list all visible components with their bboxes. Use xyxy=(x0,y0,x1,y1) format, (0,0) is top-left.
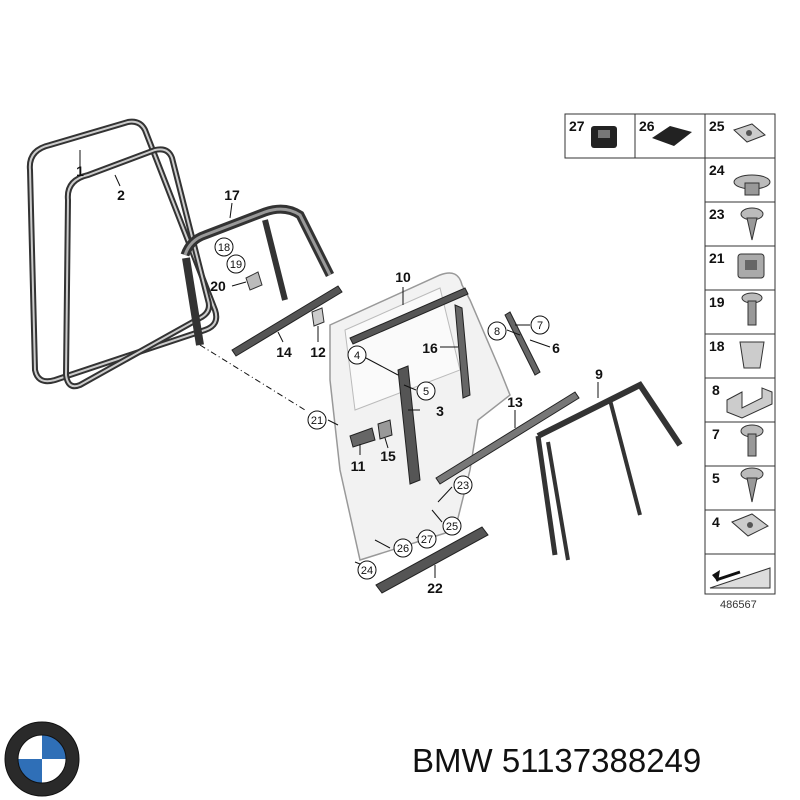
legend-label-7: 7 xyxy=(712,426,720,442)
reference-number: 486567 xyxy=(720,599,757,611)
legend-label-21: 21 xyxy=(709,250,725,266)
callout-27: 27 xyxy=(421,534,433,546)
legend-label-5: 5 xyxy=(712,470,720,486)
clip-nut-icon xyxy=(737,253,765,279)
callout-14: 14 xyxy=(276,344,292,360)
callout-circle-25 xyxy=(442,516,462,536)
callout-26: 26 xyxy=(397,543,409,555)
nut-clip-icon xyxy=(733,123,766,143)
callout-5: 5 xyxy=(423,386,429,398)
callout-circle-19 xyxy=(226,254,246,274)
part-20 xyxy=(245,271,263,291)
screw-icon xyxy=(740,424,764,457)
callout-circle-21 xyxy=(307,410,327,430)
callout-25: 25 xyxy=(446,521,458,533)
callout-8: 8 xyxy=(494,326,500,338)
door-shell xyxy=(329,272,511,561)
rivet-icon xyxy=(733,174,771,196)
window-frame-9 xyxy=(535,381,683,561)
part-15 xyxy=(377,419,393,440)
callout-4: 4 xyxy=(354,350,360,362)
callout-7: 7 xyxy=(537,320,543,332)
callout-21: 21 xyxy=(311,415,323,427)
callout-3: 3 xyxy=(436,403,444,419)
door-seal-1 xyxy=(26,118,220,385)
callout-circle-18 xyxy=(214,237,234,257)
door-seal-2 xyxy=(62,146,212,390)
callout-circle-4 xyxy=(347,345,367,365)
callout-10: 10 xyxy=(395,269,411,285)
legend-label-18: 18 xyxy=(709,338,725,354)
sill-strip-22 xyxy=(375,526,489,594)
callout-circle-26 xyxy=(393,538,413,558)
callout-11: 11 xyxy=(351,458,366,474)
legend-label-24: 24 xyxy=(709,162,725,178)
callout-circle-8 xyxy=(487,321,507,341)
nut-clip-icon xyxy=(731,513,769,537)
pillar-3 xyxy=(397,365,421,485)
legend-label-27: 27 xyxy=(569,118,585,134)
callout-12: 12 xyxy=(310,344,326,360)
bracket-icon xyxy=(726,387,773,419)
channel-16 xyxy=(454,304,471,399)
legend-label-25: 25 xyxy=(709,118,725,134)
callout-circle-23 xyxy=(453,475,473,495)
legend-label-4: 4 xyxy=(712,514,720,530)
window-frame-17 xyxy=(180,204,335,346)
callout-circle-24 xyxy=(357,560,377,580)
callout-16: 16 xyxy=(422,340,438,356)
part-11 xyxy=(349,427,376,448)
part-12 xyxy=(311,307,325,327)
direction-arrow-icon xyxy=(709,567,771,589)
callout-2: 2 xyxy=(117,187,125,203)
callout-24: 24 xyxy=(361,565,373,577)
callout-1: 1 xyxy=(76,163,84,179)
trim-strip-13 xyxy=(435,391,580,485)
legend-label-8: 8 xyxy=(712,382,720,398)
legend-label-23: 23 xyxy=(709,206,725,222)
callout-6: 6 xyxy=(552,340,560,356)
callouts: 1 2 17 18 19 20 14 12 10 8 7 6 16 4 5 3 … xyxy=(76,163,603,596)
screw-icon xyxy=(740,207,764,241)
callout-18: 18 xyxy=(218,242,230,254)
parts-legend: 27 26 25 24 23 21 19 18 8 7 5 4 xyxy=(564,113,776,595)
part-number-caption: BMW 51137388249 xyxy=(412,742,702,779)
callout-circle-27 xyxy=(417,529,437,549)
bmw-logo xyxy=(4,721,80,797)
callout-9: 9 xyxy=(595,366,603,382)
self-tapping-screw-icon xyxy=(740,467,764,503)
bolt-icon xyxy=(741,292,763,326)
legend-label-19: 19 xyxy=(709,294,725,310)
callout-circle-5 xyxy=(416,381,436,401)
adhesive-pad-icon xyxy=(652,126,692,146)
clip-icon xyxy=(739,341,765,369)
trim-strip-14 xyxy=(231,285,343,357)
callout-20: 20 xyxy=(210,278,226,294)
callout-15: 15 xyxy=(380,448,396,464)
callout-23: 23 xyxy=(457,480,469,492)
callout-19: 19 xyxy=(230,259,242,271)
callout-17: 17 xyxy=(224,187,240,203)
legend-label-26: 26 xyxy=(639,118,655,134)
grommet-icon xyxy=(591,126,617,148)
trim-strip-10 xyxy=(349,287,469,345)
callout-22: 22 xyxy=(427,580,443,596)
seal-6 xyxy=(504,311,541,376)
callout-13: 13 xyxy=(507,394,523,410)
callout-circle-7 xyxy=(530,315,550,335)
